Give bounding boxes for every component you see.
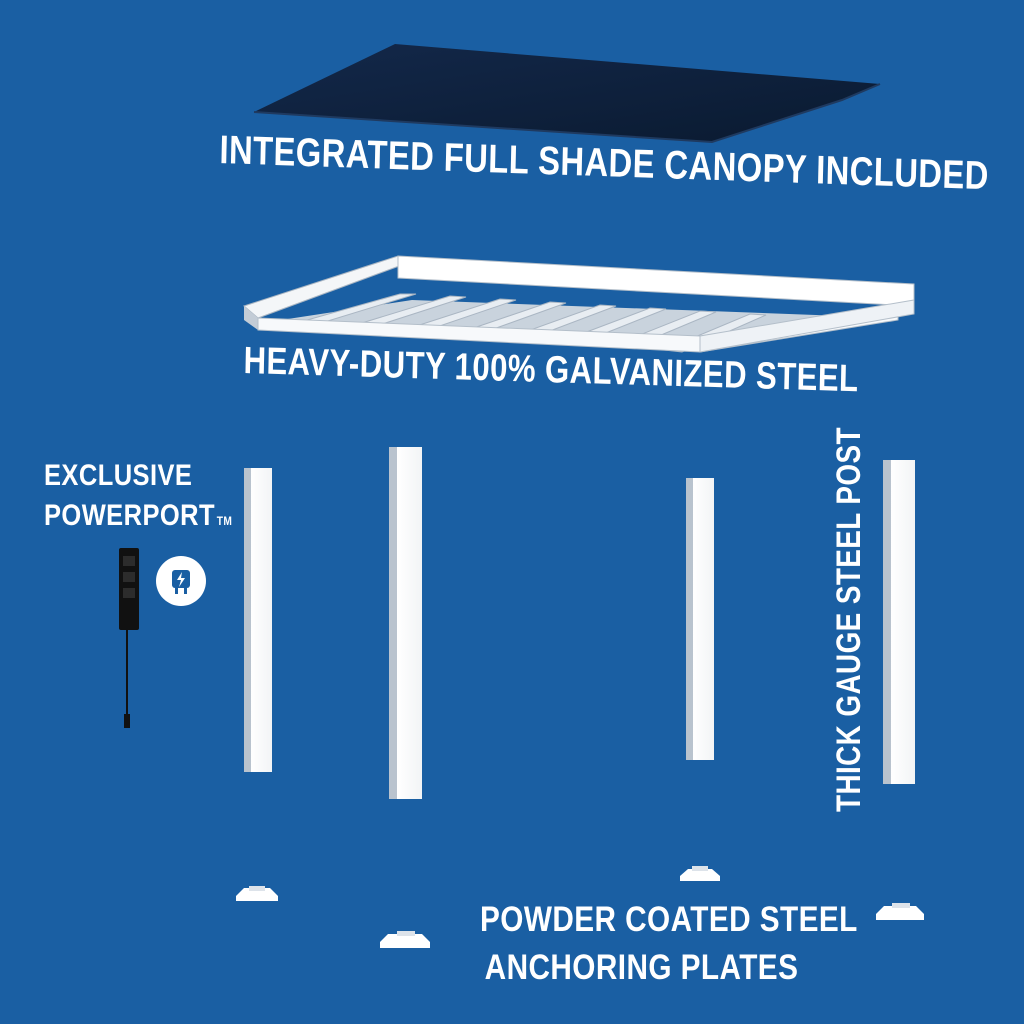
plates-label-line2: ANCHORING PLATES: [484, 948, 799, 987]
anchoring-plate: [680, 866, 720, 881]
anchoring-plate: [236, 886, 278, 901]
steel-post: [389, 447, 422, 799]
powerport-label-line1: EXCLUSIVE: [44, 459, 193, 492]
anchoring-plate: [876, 903, 924, 920]
powerport-name: POWERPORT: [44, 499, 215, 532]
anchoring-plate: [380, 931, 430, 948]
plug-lightning-icon: [156, 556, 206, 606]
steel-roof-frame: [242, 255, 915, 353]
steel-post: [244, 468, 272, 772]
steel-post: [883, 460, 915, 784]
post-label: THICK GAUGE STEEL POST: [830, 427, 868, 812]
steel-post: [686, 478, 714, 760]
shade-canopy: [253, 44, 881, 144]
powerport-unit: [119, 548, 139, 728]
plates-label-line1: POWDER COATED STEEL: [480, 900, 858, 939]
plates-label: POWDER COATED STEEL ANCHORING PLATES: [480, 896, 858, 992]
trademark-mark: TM: [216, 514, 233, 528]
